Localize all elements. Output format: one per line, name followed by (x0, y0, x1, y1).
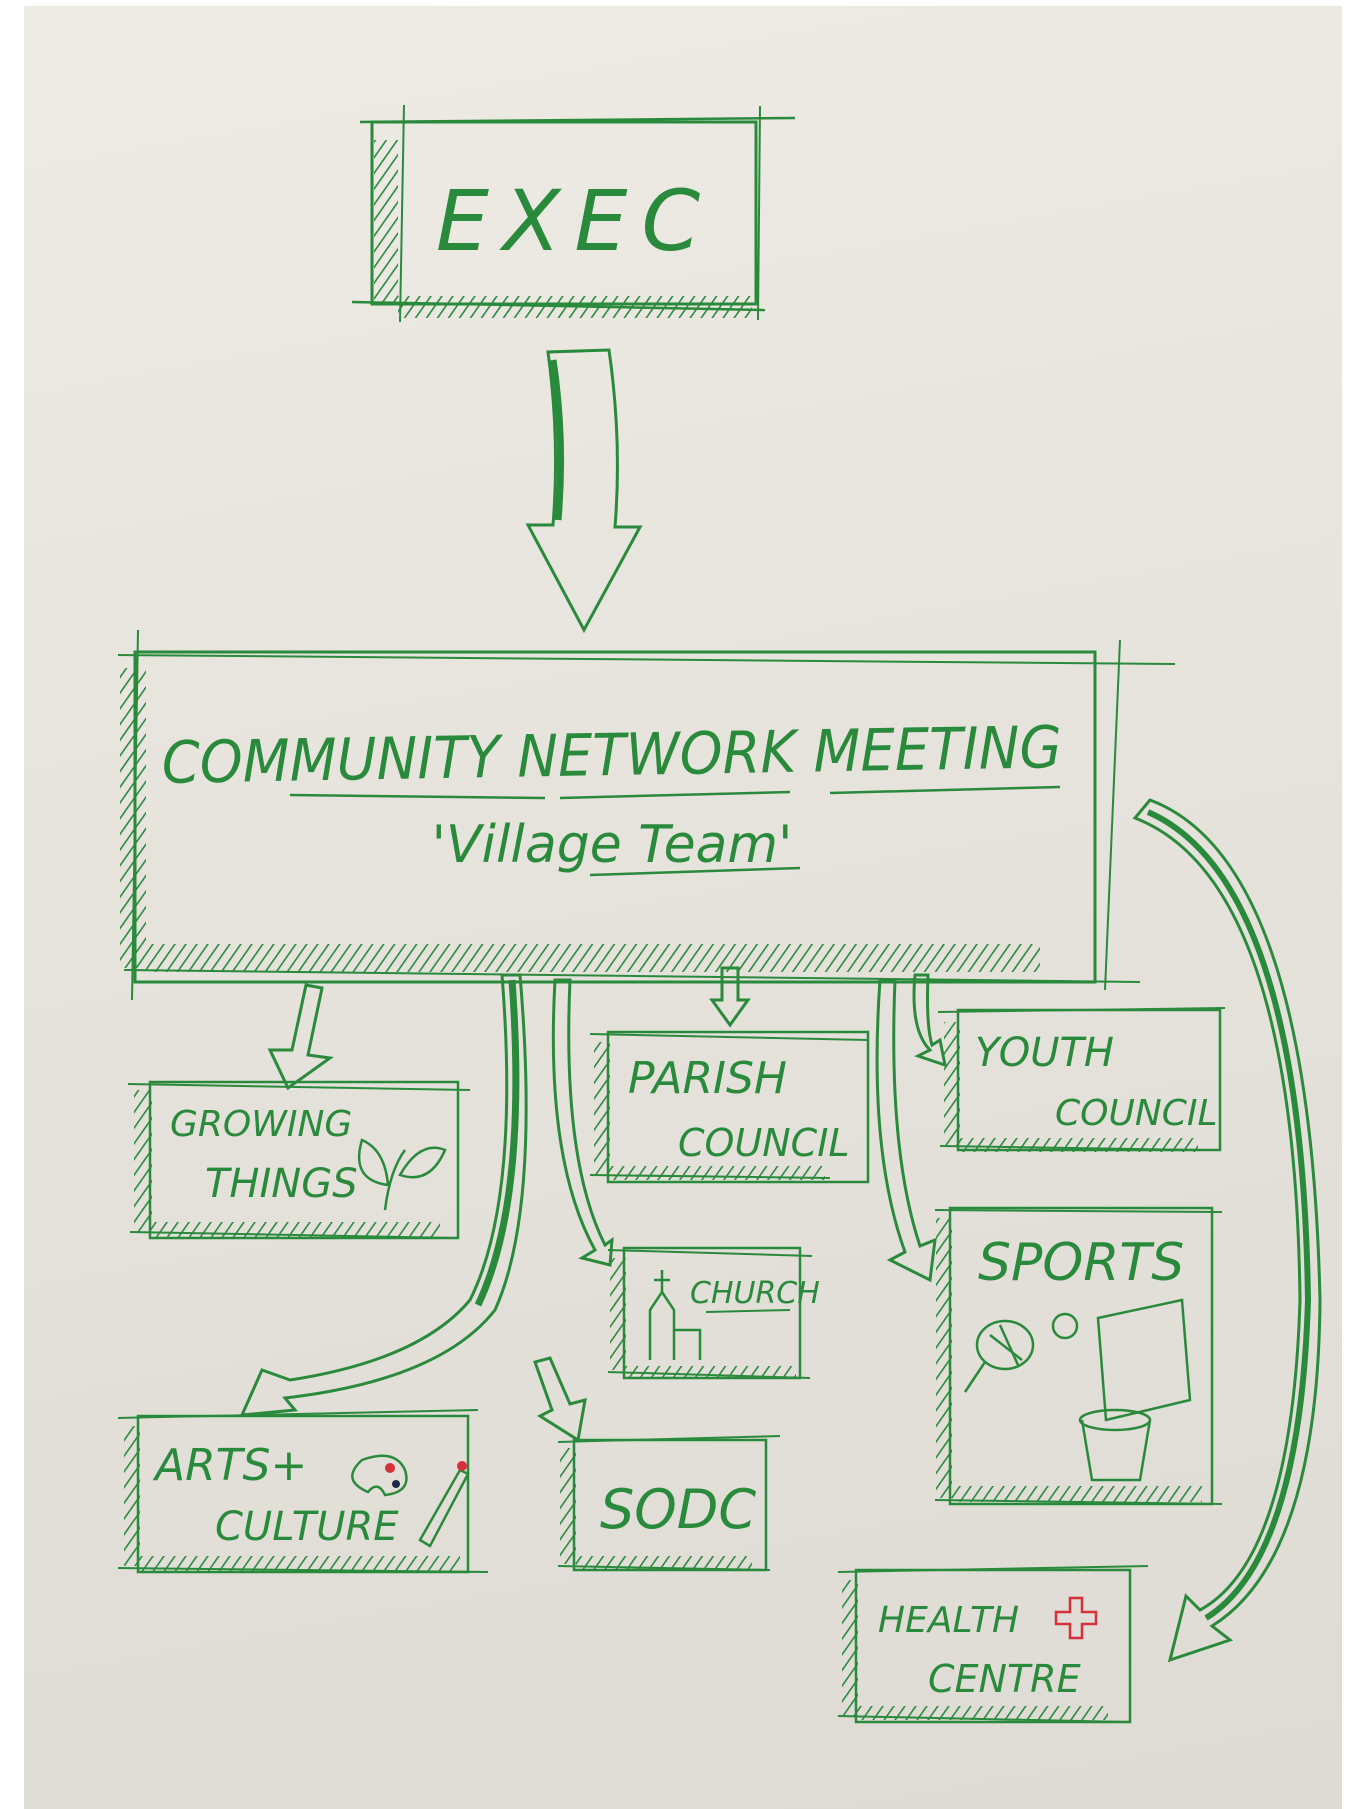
sodc-label: SODC (600, 1478, 756, 1541)
youth-line1: YOUTH (975, 1030, 1114, 1076)
leaf-icon (357, 1138, 447, 1211)
youth-line2: COUNCIL (1055, 1093, 1218, 1134)
sodc-node: SODC (557, 1435, 781, 1572)
sports-label: SPORTS (978, 1233, 1184, 1293)
growing-line1: GROWING (170, 1104, 352, 1145)
church-label: CHURCH (690, 1276, 820, 1311)
growing-line2: THINGS (205, 1161, 358, 1207)
community-label: COMMUNITY NETWORK MEETING (161, 713, 1062, 797)
arrow-to-church (551, 978, 614, 1267)
exec-label: EXEC (436, 172, 714, 270)
growing-node: GROWING THINGS (127, 1080, 471, 1240)
arrow-exec-to-community (525, 348, 643, 634)
sports-equipment-icon (963, 1298, 1192, 1482)
parish-line2: COUNCIL (678, 1121, 850, 1165)
exec-node: EXEC (351, 104, 796, 323)
arrow-to-sodc (533, 1356, 587, 1443)
youth-node: YOUTH COUNCIL (937, 1007, 1226, 1152)
arrow-to-health (1132, 798, 1322, 1663)
community-node: COMMUNITY NETWORK MEETING 'Village Team' (117, 629, 1176, 1001)
sports-node: SPORTS (934, 1206, 1223, 1506)
arrow-to-parish (709, 966, 751, 1028)
parish-node: PARISH COUNCIL (589, 1030, 870, 1184)
church-node: CHURCH (607, 1246, 820, 1380)
community-sublabel: 'Village Team' (432, 815, 793, 875)
parish-line1: PARISH (628, 1053, 787, 1104)
arrow-to-youth (912, 973, 947, 1068)
arrow-to-arts (239, 973, 528, 1417)
paint-palette-icon (351, 1454, 470, 1548)
health-line1: HEALTH (878, 1600, 1019, 1641)
health-node: HEALTH CENTRE (837, 1565, 1149, 1724)
arrow-to-growing (267, 983, 334, 1091)
arrow-to-sports (875, 978, 937, 1283)
church-icon (648, 1270, 702, 1360)
health-line2: CENTRE (928, 1657, 1081, 1701)
arts-line1: ARTS+ (152, 1440, 307, 1491)
arts-line2: CULTURE (215, 1504, 399, 1550)
arts-node: ARTS+ CULTURE (117, 1409, 489, 1574)
red-cross-icon (1054, 1596, 1098, 1640)
